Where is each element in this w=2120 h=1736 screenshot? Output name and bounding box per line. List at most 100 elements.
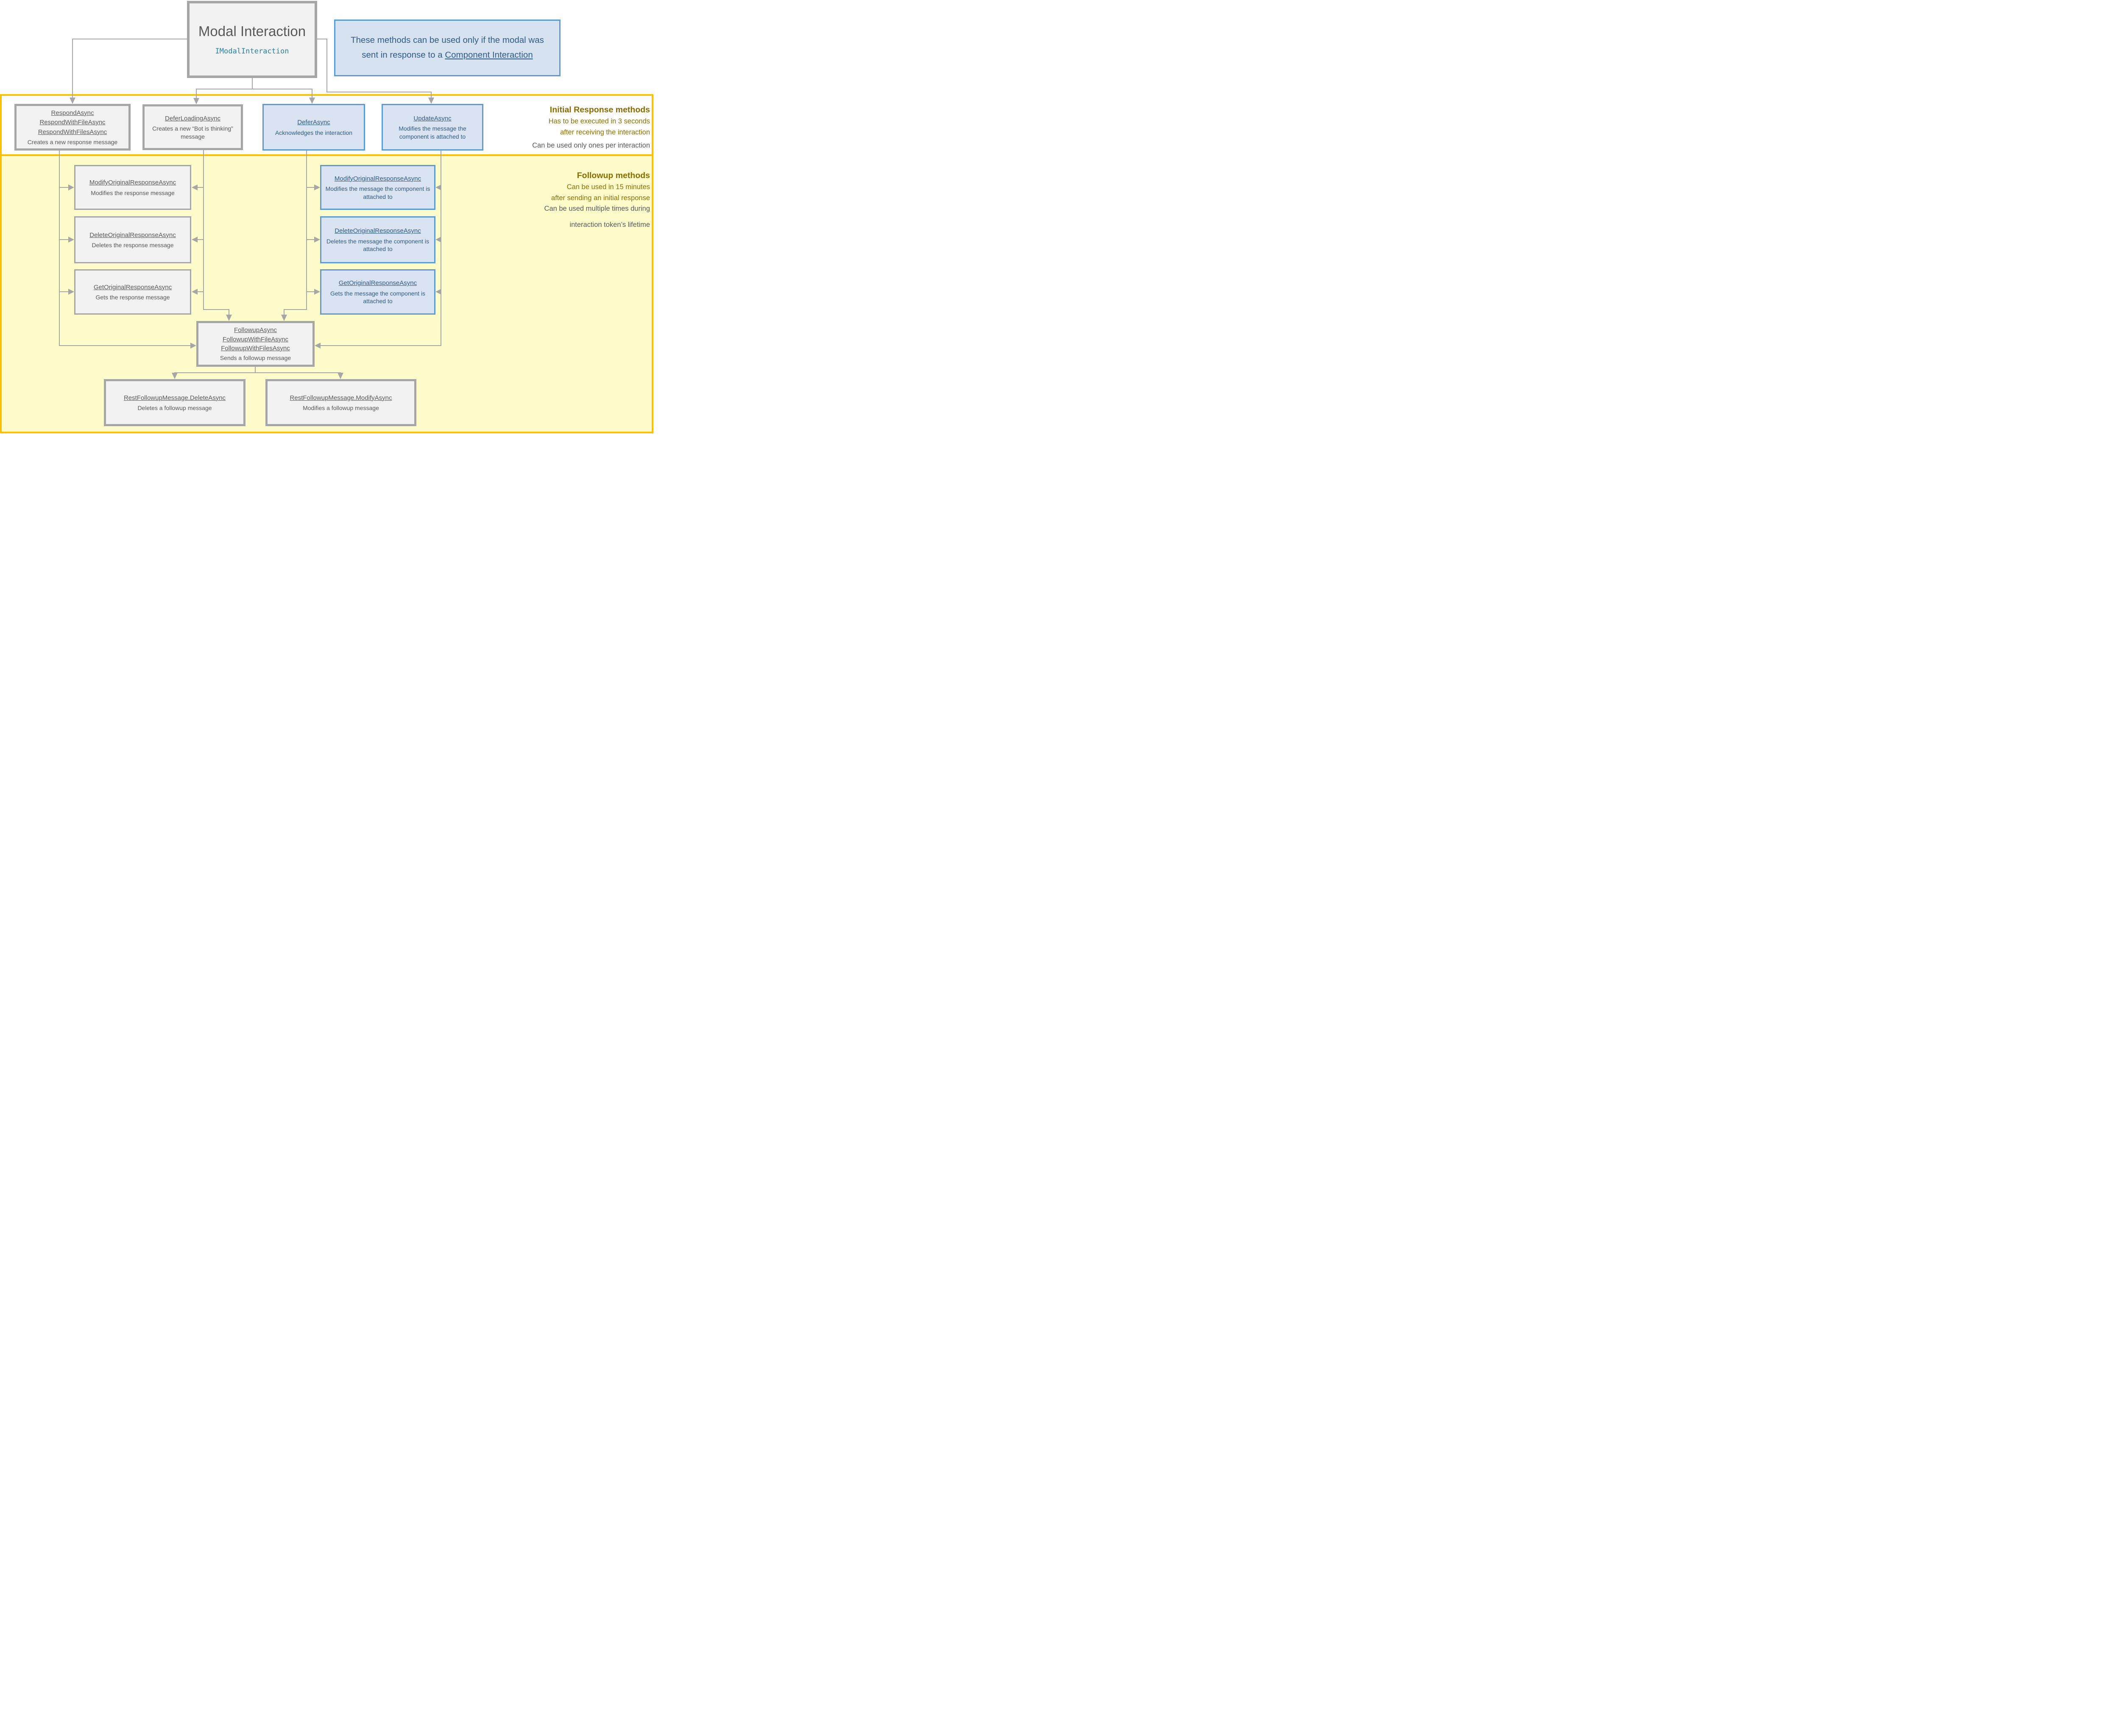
connector-line bbox=[59, 151, 60, 346]
connector-line bbox=[174, 372, 340, 373]
get-original-response-async-link[interactable]: GetOriginalResponseAsync bbox=[93, 283, 172, 291]
connector-line bbox=[59, 291, 69, 292]
arrowhead-down-icon bbox=[281, 315, 287, 321]
get-original-response-component-description: Gets the message the component is attach… bbox=[330, 290, 426, 305]
delete-original-response-component-description: Deletes the message the component is att… bbox=[326, 237, 430, 253]
get-original-response-description: Gets the response message bbox=[95, 294, 170, 301]
defer-loading-box: DeferLoadingAsync Creates a new “Bot is … bbox=[142, 104, 243, 150]
arrowhead-left-icon bbox=[435, 237, 441, 243]
initial-response-note-line: after receiving the interaction bbox=[560, 128, 650, 136]
rest-followup-delete-async-link[interactable]: RestFollowupMessage.DeleteAsync bbox=[123, 394, 226, 402]
modify-original-response-component-description: Modifies the message the component is at… bbox=[325, 185, 430, 200]
modify-original-response-box: ModifyOriginalResponseAsync Modifies the… bbox=[74, 165, 191, 210]
update-box: UpdateAsync Modifies the message the com… bbox=[382, 104, 483, 151]
connector-line bbox=[284, 309, 285, 315]
modify-original-response-async-link[interactable]: ModifyOriginalResponseAsync bbox=[89, 179, 176, 187]
connector-line bbox=[59, 345, 191, 346]
respond-box-description: Creates a new response message bbox=[27, 139, 118, 146]
defer-async-link[interactable]: DeferAsync bbox=[297, 119, 330, 126]
delete-original-response-box: DeleteOriginalResponseAsync Deletes the … bbox=[74, 216, 191, 263]
get-original-response-async-component-link[interactable]: GetOriginalResponseAsync bbox=[338, 279, 417, 287]
initial-response-note-muted: Can be used only ones per interaction bbox=[532, 142, 650, 150]
defer-loading-async-link[interactable]: DeferLoadingAsync bbox=[165, 114, 220, 122]
followup-with-files-async-link[interactable]: FollowupWithFilesAsync bbox=[221, 344, 290, 352]
delete-original-response-async-component-link[interactable]: DeleteOriginalResponseAsync bbox=[335, 227, 421, 235]
connector-line bbox=[306, 239, 315, 240]
connector-line bbox=[196, 89, 197, 98]
update-async-link[interactable]: UpdateAsync bbox=[413, 114, 452, 122]
arrowhead-down-icon bbox=[309, 98, 315, 104]
arrowhead-right-icon bbox=[314, 184, 320, 190]
connector-line bbox=[252, 78, 253, 89]
modal-title: Modal Interaction bbox=[198, 23, 306, 39]
connector-line bbox=[321, 345, 441, 346]
arrowhead-down-icon bbox=[70, 98, 75, 104]
arrowhead-down-icon bbox=[338, 373, 343, 379]
arrowhead-down-icon bbox=[428, 98, 434, 104]
followup-note-line: after sending an initial response bbox=[551, 194, 650, 202]
rest-delete-description: Deletes a followup message bbox=[137, 405, 212, 412]
followup-note-muted: Can be used multiple times during bbox=[544, 205, 650, 213]
arrowhead-right-icon bbox=[68, 184, 74, 190]
arrowhead-right-icon bbox=[68, 289, 74, 295]
followup-box: FollowupAsync FollowupWithFileAsync Foll… bbox=[196, 321, 315, 367]
connector-line bbox=[203, 150, 204, 310]
arrowhead-left-icon bbox=[435, 289, 441, 295]
arrowhead-right-icon bbox=[314, 289, 320, 295]
followup-note-line: Can be used in 15 minutes bbox=[566, 183, 650, 191]
update-box-description: Modifies the message the component is at… bbox=[399, 125, 466, 140]
connector-line bbox=[198, 239, 204, 240]
rest-followup-modify-async-link[interactable]: RestFollowupMessage.ModifyAsync bbox=[290, 394, 392, 402]
connector-line bbox=[59, 187, 69, 188]
arrowhead-right-icon bbox=[68, 237, 74, 243]
followup-with-file-async-link[interactable]: FollowupWithFileAsync bbox=[222, 335, 289, 343]
defer-box: DeferAsync Acknowledges the interaction bbox=[262, 104, 365, 151]
get-original-response-box: GetOriginalResponseAsync Gets the respon… bbox=[74, 269, 191, 315]
component-note-text: These methods can be used only if the mo… bbox=[351, 35, 544, 60]
respond-with-files-async-link[interactable]: RespondWithFilesAsync bbox=[38, 128, 107, 136]
rest-modify-description: Modifies a followup message bbox=[303, 405, 379, 412]
followup-note-muted: interaction token’s lifetime bbox=[569, 220, 650, 229]
followup-note: Followup methods Can be used in 15 minut… bbox=[468, 170, 650, 231]
connector-line bbox=[59, 239, 69, 240]
modify-original-response-async-component-link[interactable]: ModifyOriginalResponseAsync bbox=[334, 175, 421, 182]
respond-box: RespondAsync RespondWithFileAsync Respon… bbox=[14, 104, 131, 151]
rest-delete-box: RestFollowupMessage.DeleteAsync Deletes … bbox=[104, 379, 245, 426]
followup-async-link[interactable]: FollowupAsync bbox=[234, 327, 277, 334]
delete-original-response-async-link[interactable]: DeleteOriginalResponseAsync bbox=[89, 231, 176, 239]
connector-line bbox=[431, 92, 432, 98]
get-original-response-component-box: GetOriginalResponseAsync Gets the messag… bbox=[320, 269, 435, 315]
followup-box-description: Sends a followup message bbox=[220, 354, 291, 362]
initial-response-note-line: Has to be executed in 3 seconds bbox=[548, 117, 650, 126]
connector-line bbox=[198, 187, 204, 188]
component-note: These methods can be used only if the mo… bbox=[334, 20, 561, 76]
arrowhead-right-icon bbox=[314, 237, 320, 243]
delete-original-response-description: Deletes the response message bbox=[92, 242, 174, 249]
connector-line bbox=[306, 187, 315, 188]
followup-heading: Followup methods bbox=[577, 171, 650, 180]
respond-async-link[interactable]: RespondAsync bbox=[51, 109, 94, 117]
initial-response-note: Initial Response methods Has to be execu… bbox=[497, 104, 650, 151]
arrowhead-down-icon bbox=[172, 373, 178, 379]
arrowhead-left-icon bbox=[192, 184, 198, 190]
connector-line bbox=[72, 39, 73, 98]
connector-line bbox=[198, 291, 204, 292]
diagram-canvas: Modal Interaction IModalInteraction Thes… bbox=[0, 0, 653, 434]
arrowhead-left-icon bbox=[192, 237, 198, 243]
arrowhead-left-icon bbox=[435, 184, 441, 190]
arrowhead-right-icon bbox=[190, 343, 196, 349]
modal-interface-name: IModalInteraction bbox=[215, 47, 289, 56]
connector-line bbox=[255, 367, 256, 373]
connector-line bbox=[306, 150, 307, 310]
connector-line bbox=[326, 39, 327, 92]
connector-line bbox=[203, 309, 229, 310]
delete-original-response-component-box: DeleteOriginalResponseAsync Deletes the … bbox=[320, 216, 435, 263]
defer-box-description: Acknowledges the interaction bbox=[275, 129, 353, 136]
arrowhead-left-icon bbox=[192, 289, 198, 295]
arrowhead-down-icon bbox=[226, 315, 232, 321]
arrowhead-left-icon bbox=[315, 343, 321, 349]
modify-original-response-description: Modifies the response message bbox=[91, 189, 175, 196]
rest-modify-box: RestFollowupMessage.ModifyAsync Modifies… bbox=[265, 379, 416, 426]
respond-with-file-async-link[interactable]: RespondWithFileAsync bbox=[39, 119, 106, 126]
component-interaction-link[interactable]: Component Interaction bbox=[445, 50, 533, 60]
